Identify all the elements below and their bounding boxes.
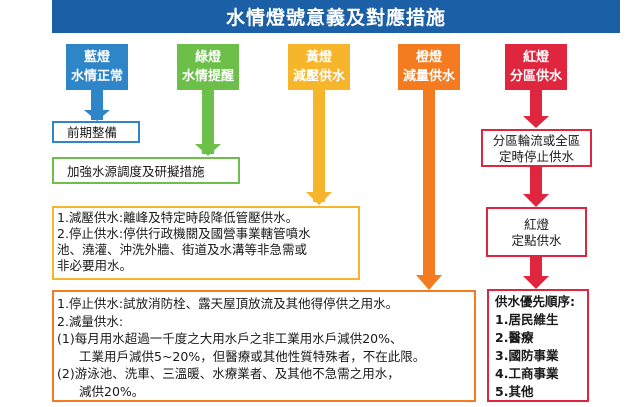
orange-arrow [416,90,442,290]
page-title: 水情燈號意義及對應措施 [52,0,620,33]
red-measure-line: 定時停止供水 [498,149,574,164]
supply-priority-box: 供水優先順序: 1.居民維生 2.醫療 3.國防事業 4.工商事業 5.其他 [487,289,589,402]
red-measure-line: 分區輪流或全區 [492,133,581,148]
red-measure-line: 定點供水 [511,233,562,248]
green-measure-box: 加強水源調度及研擬措施 [52,157,240,184]
level-red: 紅燈 分區供水 [505,44,567,90]
blue-measure-box: 前期整備 [52,121,140,143]
level-blue-name: 藍燈 [83,50,110,65]
level-orange-meaning: 減量供水 [402,69,455,84]
level-orange-name: 橙燈 [415,50,442,65]
red-measure-line: 紅燈 [523,217,549,232]
level-yellow: 黃燈 減壓供水 [288,44,350,90]
supply-priority-item: 3.國防事業 [495,348,559,363]
yellow-arrow [306,90,332,205]
level-yellow-name: 黃燈 [305,50,332,65]
red-arrow [523,90,549,289]
orange-measure-box: 1.停止供水:試放消防栓、露天屋頂放流及其他得停供之用水。 2.減量供水: (1… [52,290,476,402]
red-measure-box-fixed-point: 紅燈 定點供水 [486,207,587,257]
orange-measure-line: 減供20%。 [79,383,145,399]
red-measure-box-rotation: 分區輪流或全區 定時停止供水 [481,129,592,167]
orange-measure-line: (1)每月用水超過一千度之大用水戶之非工業用水戶減供20%、 [57,331,403,346]
supply-priority-item: 4.工商事業 [495,366,559,381]
supply-priority-title: 供水優先順序: [495,294,575,309]
level-blue: 藍燈 水情正常 [66,44,128,90]
orange-measure-line: 工業用戶減供5~20%，但醫療或其他性質特殊者，不在此限。 [79,348,426,364]
level-red-meaning: 分區供水 [509,69,562,84]
level-green-meaning: 水情提醒 [181,69,234,84]
level-red-name: 紅燈 [522,50,549,65]
yellow-measure-line: 2.停止供水:停供行政機關及國營事業轄管噴水 [57,226,311,241]
yellow-measure-box: 1.減壓供水:離峰及特定時段降低管壓供水。 2.停止供水:停供行政機關及國營事業… [52,206,360,280]
orange-measure-line: 1.停止供水:試放消防栓、露天屋頂放流及其他得停供之用水。 [57,296,399,311]
yellow-measure-line: 非必要用水。 [57,258,133,273]
level-green-name: 綠燈 [194,50,221,65]
yellow-measure-line: 池、澆灌、沖洗外牆、街道及水溝等非急需或 [57,242,308,257]
green-arrow [195,90,221,156]
blue-measure-text: 前期整備 [67,125,118,140]
level-green: 綠燈 水情提醒 [177,44,239,90]
yellow-measure-line: 1.減壓供水:離峰及特定時段降低管壓供水。 [57,210,299,225]
supply-priority-item: 1.居民維生 [495,312,559,327]
level-orange: 橙燈 減量供水 [398,44,460,90]
green-measure-text: 加強水源調度及研擬措施 [67,164,205,179]
supply-priority-item: 2.醫療 [495,330,534,345]
supply-priority-item: 5.其他 [495,384,534,399]
level-blue-meaning: 水情正常 [70,69,123,84]
orange-measure-line: (2)游泳池、洗車、三溫暖、水療業者、及其他不急需之用水， [57,366,400,381]
level-yellow-meaning: 減壓供水 [292,69,345,84]
blue-arrow [84,90,110,121]
orange-measure-line: 2.減量供水: [57,313,124,329]
